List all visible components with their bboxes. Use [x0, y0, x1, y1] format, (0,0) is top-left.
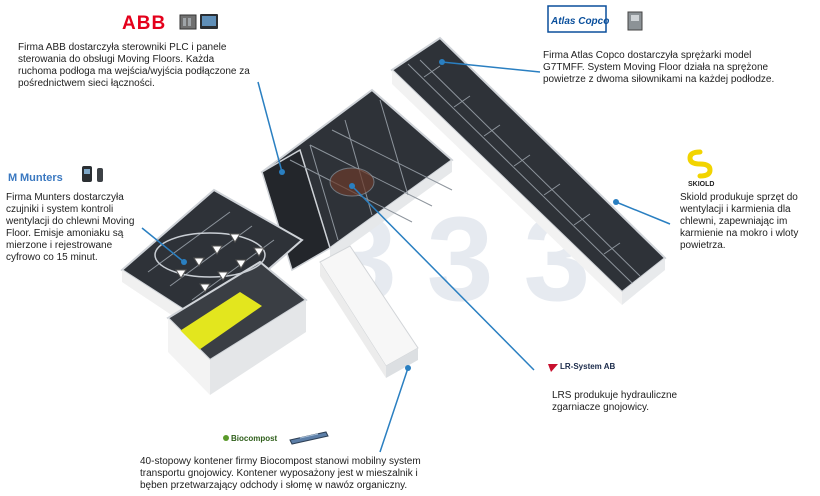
munters-logo-mark: M: [8, 172, 17, 184]
atlas-note-line: Firma Atlas Copco dostarczyła sprężarki …: [543, 50, 752, 61]
plc-panel-icon: [179, 14, 218, 30]
atlas-leader: [441, 61, 541, 73]
abb-leader: [257, 81, 283, 173]
biocompost-note: 40-stopowy kontener firmy Biocompost sta…: [140, 456, 440, 492]
lr-system-logo: LR-System AB: [548, 362, 615, 372]
abb-logo-text: ABB: [122, 13, 166, 34]
service-block-wall-front: [210, 300, 306, 395]
abb-note: Firma ABB dostarczyła sterowniki PLC i p…: [18, 42, 288, 90]
compressor-icon: [627, 11, 643, 31]
east-wing-wall-left: [392, 70, 622, 305]
biocompost-logo: Biocompost: [223, 434, 278, 443]
munters-note: Firma Munters dostarczyła czujniki i sys…: [6, 192, 156, 264]
biocompost-note-line: 40-stopowy kontener firmy Biocompost sta…: [140, 456, 421, 467]
east-wing-pens: [407, 59, 641, 284]
biocompost-note-line: bęben przetwarzający odchody i słomę w n…: [140, 480, 408, 491]
munters-logo-text: Munters: [20, 172, 63, 184]
atlas-copco-logo-text: Atlas Copco: [550, 16, 609, 27]
skiold-note: Skiold produkuje sprzęt do wentylacji i …: [680, 192, 815, 252]
leader-lines: [141, 61, 671, 453]
munters-leader: [141, 227, 185, 263]
east-wing-wall-outer: [622, 258, 665, 305]
lr-system-mark: [548, 364, 558, 372]
service-block-wall: [168, 318, 210, 395]
container-slab-front: [320, 262, 386, 378]
lrs-note: LRS produkuje hydrauliczne zgarniacze gn…: [552, 390, 712, 414]
skiold-note-line: powietrza.: [680, 240, 726, 251]
abb-note-line: pośrednictwem sieci łączności.: [18, 78, 155, 89]
yellow-room: [172, 292, 262, 352]
skiold-note-line: Skiold produkuje sprzęt do: [680, 192, 798, 203]
skiold-note-line: karmienie na mokro i wloty: [680, 228, 799, 239]
munters-note-line: Firma Munters dostarczyła: [6, 192, 124, 203]
munters-note-line: Floor. Emisje amoniaku są: [6, 228, 124, 239]
container-icon: [289, 431, 329, 445]
abb-note-line: Firma ABB dostarczyła sterowniki PLC i p…: [18, 42, 227, 53]
building: [120, 36, 667, 395]
sensor-icon: [82, 166, 103, 182]
lr-system-logo-text: LR-System AB: [560, 362, 615, 371]
munters-logo: M Munters: [8, 172, 63, 184]
biocompost-note-line: transportu gnojowicy. Kontener wyposażon…: [140, 468, 418, 479]
leader-dots: [181, 59, 619, 371]
munters-note-line: wentylacji do chlewni Moving: [6, 216, 135, 227]
west-wing-feeders: [175, 233, 265, 293]
biocompost-leader: [379, 367, 409, 453]
munters-note-line: czujniki i system kontroli: [6, 204, 114, 215]
munters-note-line: cyfrowo co 15 minut.: [6, 252, 98, 263]
center-wing-pens: [289, 99, 453, 241]
center-wing-wall: [330, 160, 452, 260]
atlas-copco-logo: Atlas Copco: [547, 5, 609, 33]
biocompost-logo-text: Biocompost: [231, 434, 278, 443]
skiold-logo-text: SKIOLD: [688, 181, 714, 188]
lrs-note-line: LRS produkuje hydrauliczne: [552, 390, 678, 401]
skiold-note-line: chlewni, zapewniając im: [680, 216, 788, 227]
abb-logo: ABB: [122, 13, 166, 34]
container-slab-side: [386, 348, 418, 378]
lrs-note-line: zgarniacze gnojowicy.: [552, 402, 650, 413]
munters-note-line: mierzone i rejestrowane: [6, 240, 113, 251]
skiold-note-line: wentylacji i karmienia dla: [680, 204, 791, 215]
skiold-leader: [615, 201, 671, 225]
skiold-logo: SKIOLD: [687, 149, 714, 188]
atlas-copco-note: Firma Atlas Copco dostarczyła sprężarki …: [543, 50, 813, 86]
abb-note-line: sterowania do obsługi Moving Floors. Każ…: [18, 54, 215, 65]
lrs-leader: [351, 185, 535, 371]
atlas-note-line: G7TMFF. System Moving Floor działa na sp…: [543, 62, 769, 73]
skiold-s-mark: [687, 149, 713, 179]
abb-note-line: ruchoma podłoga ma wejścia/wyjścia podłą…: [18, 66, 250, 77]
atlas-note-line: powietrze z dwoma siłownikami na każdej …: [543, 74, 775, 85]
